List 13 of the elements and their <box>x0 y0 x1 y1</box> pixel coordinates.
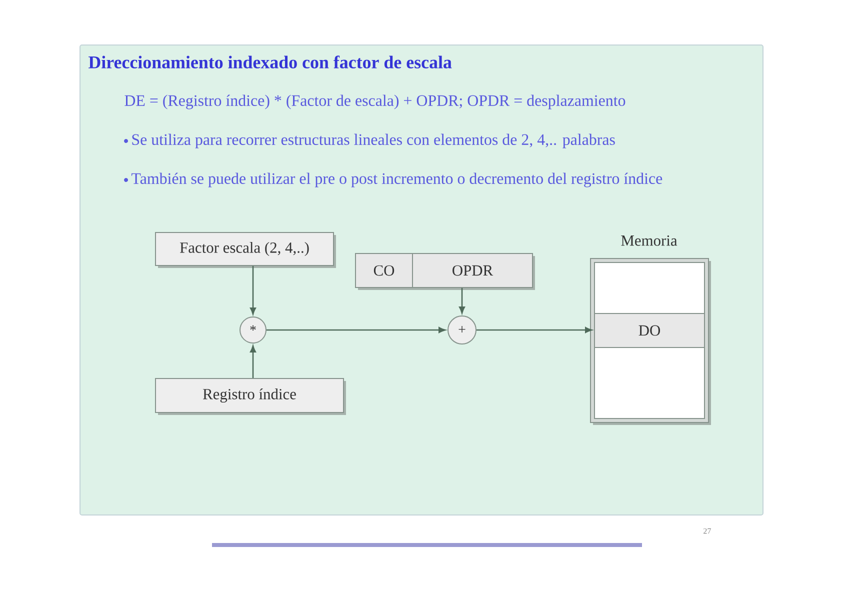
formula-text: DE = (Registro índice) * (Factor de escala) + OPDR; OPDR = desplazamiento <box>124 94 626 110</box>
bullet-text: También se puede utilizar el pre o post incremento o decremento del registro índice <box>132 172 662 188</box>
process-box: Registro índice <box>155 378 346 415</box>
arrow <box>250 345 256 378</box>
arrow <box>476 327 592 333</box>
opcode-field: CO <box>355 253 413 288</box>
arrow <box>266 327 446 333</box>
bullet-text: Se utiliza para recorrer estructuras lineales con elementos de 2, 4,.. palabras <box>132 134 615 148</box>
arrow <box>459 288 465 314</box>
slide-title: Direccionamiento indexado con factor de escala <box>88 56 452 68</box>
process-box: Factor escala (2, 4,..) <box>155 232 336 268</box>
memory-heading: Memoria <box>621 235 678 246</box>
arrow <box>250 266 256 315</box>
